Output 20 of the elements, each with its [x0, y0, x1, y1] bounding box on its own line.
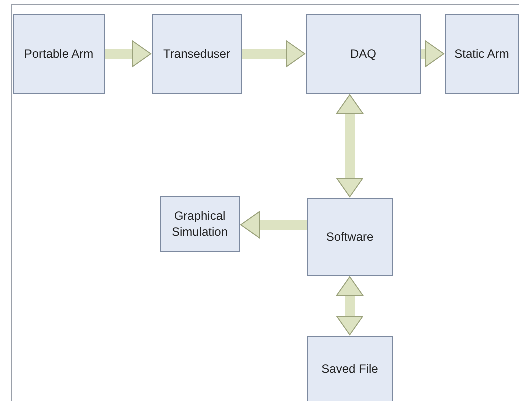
- box-label: Portable Arm: [24, 46, 94, 62]
- process-box: [13, 14, 105, 94]
- process-box: [306, 14, 421, 94]
- process-box: [152, 14, 242, 94]
- block-arrow: [105, 40, 152, 68]
- block-arrow: [242, 40, 306, 68]
- box-label: Graphical Simulation: [170, 208, 230, 240]
- process-box: [307, 198, 393, 276]
- process-box: [160, 196, 240, 252]
- block-arrow: [336, 276, 364, 336]
- block-arrow: [240, 212, 307, 238]
- process-box: [445, 14, 519, 94]
- box-label: Saved File: [322, 360, 378, 378]
- box-label: Software: [326, 228, 374, 246]
- box-label: Static Arm: [454, 46, 510, 62]
- box-label: DAQ: [350, 46, 376, 62]
- block-arrow: [336, 94, 364, 198]
- block-arrow: [421, 40, 444, 68]
- process-box: [307, 336, 393, 401]
- box-label: Transeduser: [164, 46, 230, 62]
